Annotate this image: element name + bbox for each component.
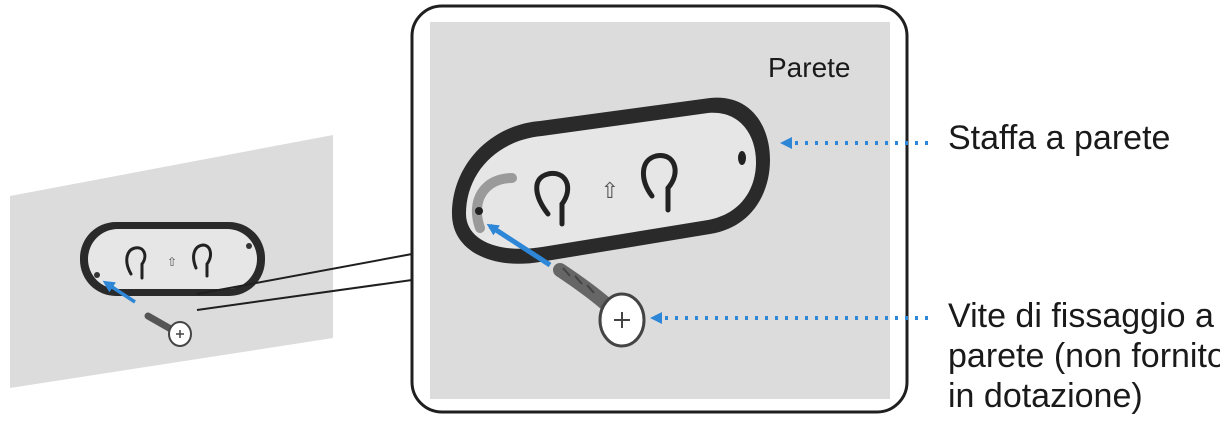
zoom-bracket: ⇧: [452, 97, 770, 264]
zoom-insert-arrow: [486, 223, 552, 268]
screw-callout-line-3: in dotazione): [948, 377, 1143, 415]
zoom-screw-hole-left: [475, 207, 483, 215]
screw-callout-line-1: Vite di fissaggio a: [948, 297, 1214, 335]
zoom-up-arrow-icon: ⇧: [601, 179, 619, 204]
overview-bracket: ⇧: [80, 222, 265, 296]
overview-keyhole-right-icon: [192, 243, 212, 278]
overview-insert-arrow: [102, 280, 136, 304]
zoom-keyhole-right-icon: [641, 153, 678, 213]
overview-up-arrow-icon: ⇧: [167, 255, 177, 269]
overview-keyhole-left-icon: [125, 246, 147, 280]
zoom-screw: [553, 263, 646, 348]
bracket-callout: Staffa a parete: [948, 119, 1171, 157]
zoom-connector-top: [196, 253, 413, 295]
screw-callout: Vite di fissaggio a parete (non fornito …: [948, 296, 1220, 416]
zoom-keyhole-left-icon: [534, 170, 571, 227]
zoom-connector-bottom: [196, 279, 413, 311]
overview-screw: [144, 312, 192, 347]
zoom-screw-hole-right: [738, 151, 746, 165]
screw-callout-line-2: parete (non fornito: [948, 337, 1220, 375]
wall-label: Parete: [768, 52, 851, 83]
